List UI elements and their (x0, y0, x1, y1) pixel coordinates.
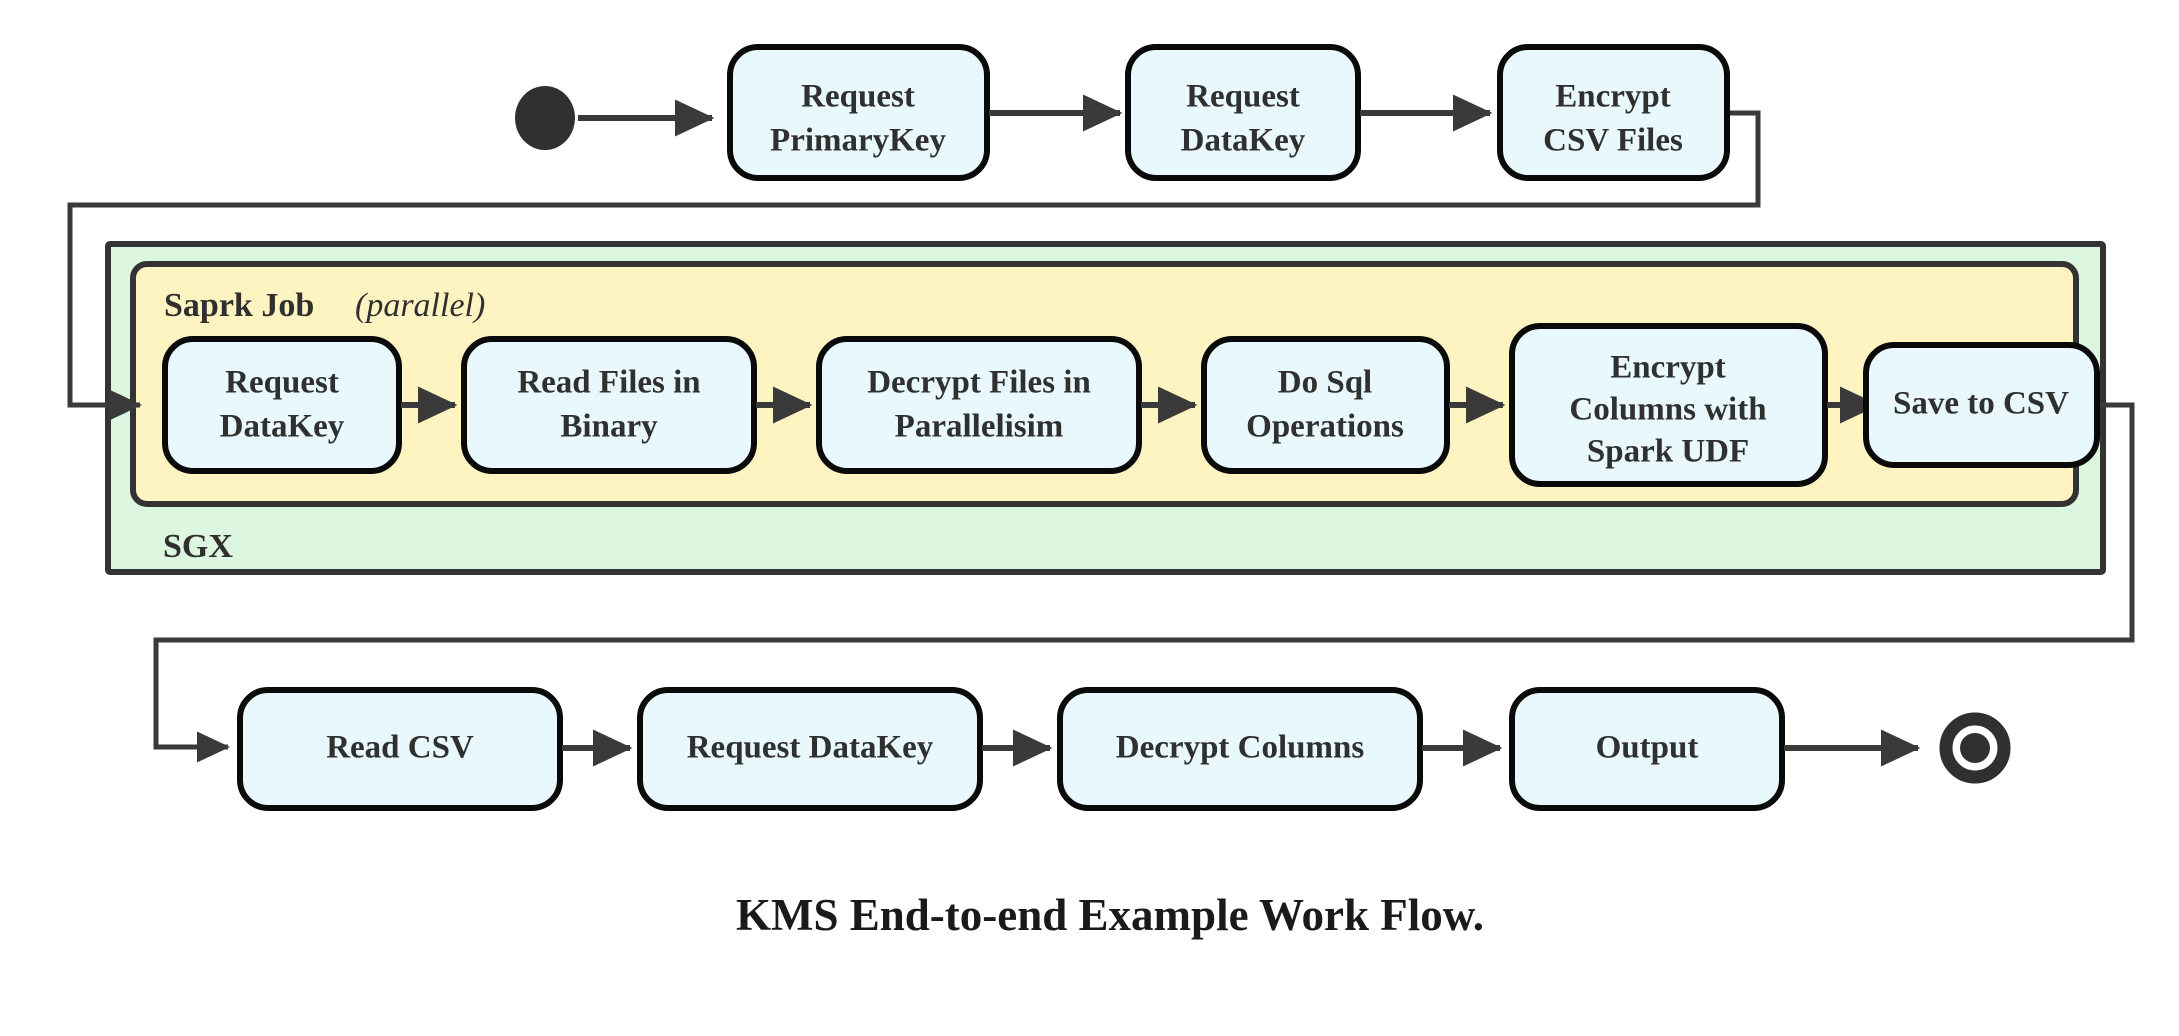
node-request-datakey-spark-label-2: DataKey (220, 409, 345, 445)
start-circle-icon (515, 86, 575, 150)
node-request-primarykey-label-1: Request (801, 79, 915, 115)
node-request-datakey-bottom-box[interactable] (637, 687, 983, 811)
node-read-csv[interactable]: Read CSV (237, 687, 563, 811)
node-decrypt-files-in-parallelisim-label-2: Parallelisim (895, 409, 1064, 445)
node-read-csv-label-1: Read CSV (326, 730, 474, 766)
node-decrypt-columns-label-1: Decrypt Columns (1116, 730, 1365, 766)
node-do-sql-operations-box[interactable] (1201, 336, 1450, 474)
node-encrypt-csv-files-box[interactable] (1497, 44, 1730, 181)
end-node (1939, 712, 2011, 784)
node-encrypt-columns-with-spark-udf-label-1: Encrypt (1610, 350, 1726, 386)
node-save-to-csv[interactable]: Save to CSV (1863, 342, 2100, 468)
node-read-files-in-binary-label-1: Read Files in (517, 365, 700, 401)
node-decrypt-files-in-parallelisim[interactable]: Decrypt Files in Parallelisim (816, 336, 1142, 474)
spark-job-group-label: Saprk Job (164, 287, 314, 324)
node-do-sql-operations[interactable]: Do Sql Operations (1201, 336, 1450, 474)
node-encrypt-csv-files[interactable]: Encrypt CSV Files (1497, 44, 1730, 181)
edge-savecsv-to-readcsv (153, 402, 2135, 763)
node-output-label-1: Output (1596, 730, 1699, 766)
node-encrypt-csv-files-label-2: CSV Files (1543, 123, 1683, 159)
end-ring-icon (1939, 712, 2011, 784)
node-request-datakey-top-label-2: DataKey (1181, 123, 1306, 159)
node-do-sql-operations-label-1: Do Sql (1278, 365, 1372, 401)
node-request-primarykey[interactable]: Request PrimaryKey (727, 44, 990, 181)
node-encrypt-columns-with-spark-udf-box[interactable] (1509, 323, 1828, 487)
node-read-files-in-binary-label-2: Binary (560, 409, 658, 445)
node-decrypt-files-in-parallelisim-box[interactable] (816, 336, 1142, 474)
node-read-files-in-binary-box[interactable] (461, 336, 757, 474)
node-encrypt-columns-with-spark-udf-label-2: Columns with (1569, 392, 1766, 428)
diagram-caption: KMS End-to-end Example Work Flow. (736, 890, 1484, 940)
node-encrypt-columns-with-spark-udf[interactable]: Encrypt Columns with Spark UDF (1509, 323, 1828, 487)
node-output-box[interactable] (1509, 687, 1785, 811)
node-encrypt-columns-with-spark-udf-label-3: Spark UDF (1587, 434, 1749, 470)
node-request-datakey-spark-label-1: Request (225, 365, 339, 401)
node-decrypt-columns[interactable]: Decrypt Columns (1057, 687, 1423, 811)
node-output[interactable]: Output (1509, 687, 1785, 811)
node-decrypt-files-in-parallelisim-label-1: Decrypt Files in (867, 365, 1091, 401)
node-request-datakey-bottom[interactable]: Request DataKey (637, 687, 983, 811)
node-request-datakey-top[interactable]: Request DataKey (1125, 44, 1361, 181)
node-decrypt-columns-box[interactable] (1057, 687, 1423, 811)
node-request-datakey-top-box[interactable] (1125, 44, 1361, 181)
edge-encrypt-to-spark (67, 110, 1761, 421)
node-request-datakey-spark-box[interactable] (162, 336, 402, 474)
spark-job-group-label-parallel: (parallel) (355, 287, 485, 324)
node-read-files-in-binary[interactable]: Read Files in Binary (461, 336, 757, 474)
node-do-sql-operations-label-2: Operations (1246, 409, 1404, 445)
node-save-to-csv-label-1: Save to CSV (1893, 386, 2069, 422)
node-request-primarykey-label-2: PrimaryKey (770, 123, 946, 159)
node-request-datakey-spark[interactable]: Request DataKey (162, 336, 402, 474)
node-request-datakey-top-label-1: Request (1186, 79, 1300, 115)
start-node (515, 86, 575, 150)
sgx-group-label: SGX (163, 528, 233, 565)
node-read-csv-box[interactable] (237, 687, 563, 811)
end-dot-icon (1960, 733, 1990, 763)
node-request-primarykey-box[interactable] (727, 44, 990, 181)
node-save-to-csv-box[interactable] (1863, 342, 2100, 468)
node-encrypt-csv-files-label-1: Encrypt (1555, 79, 1671, 115)
node-request-datakey-bottom-label-1: Request DataKey (687, 730, 934, 766)
